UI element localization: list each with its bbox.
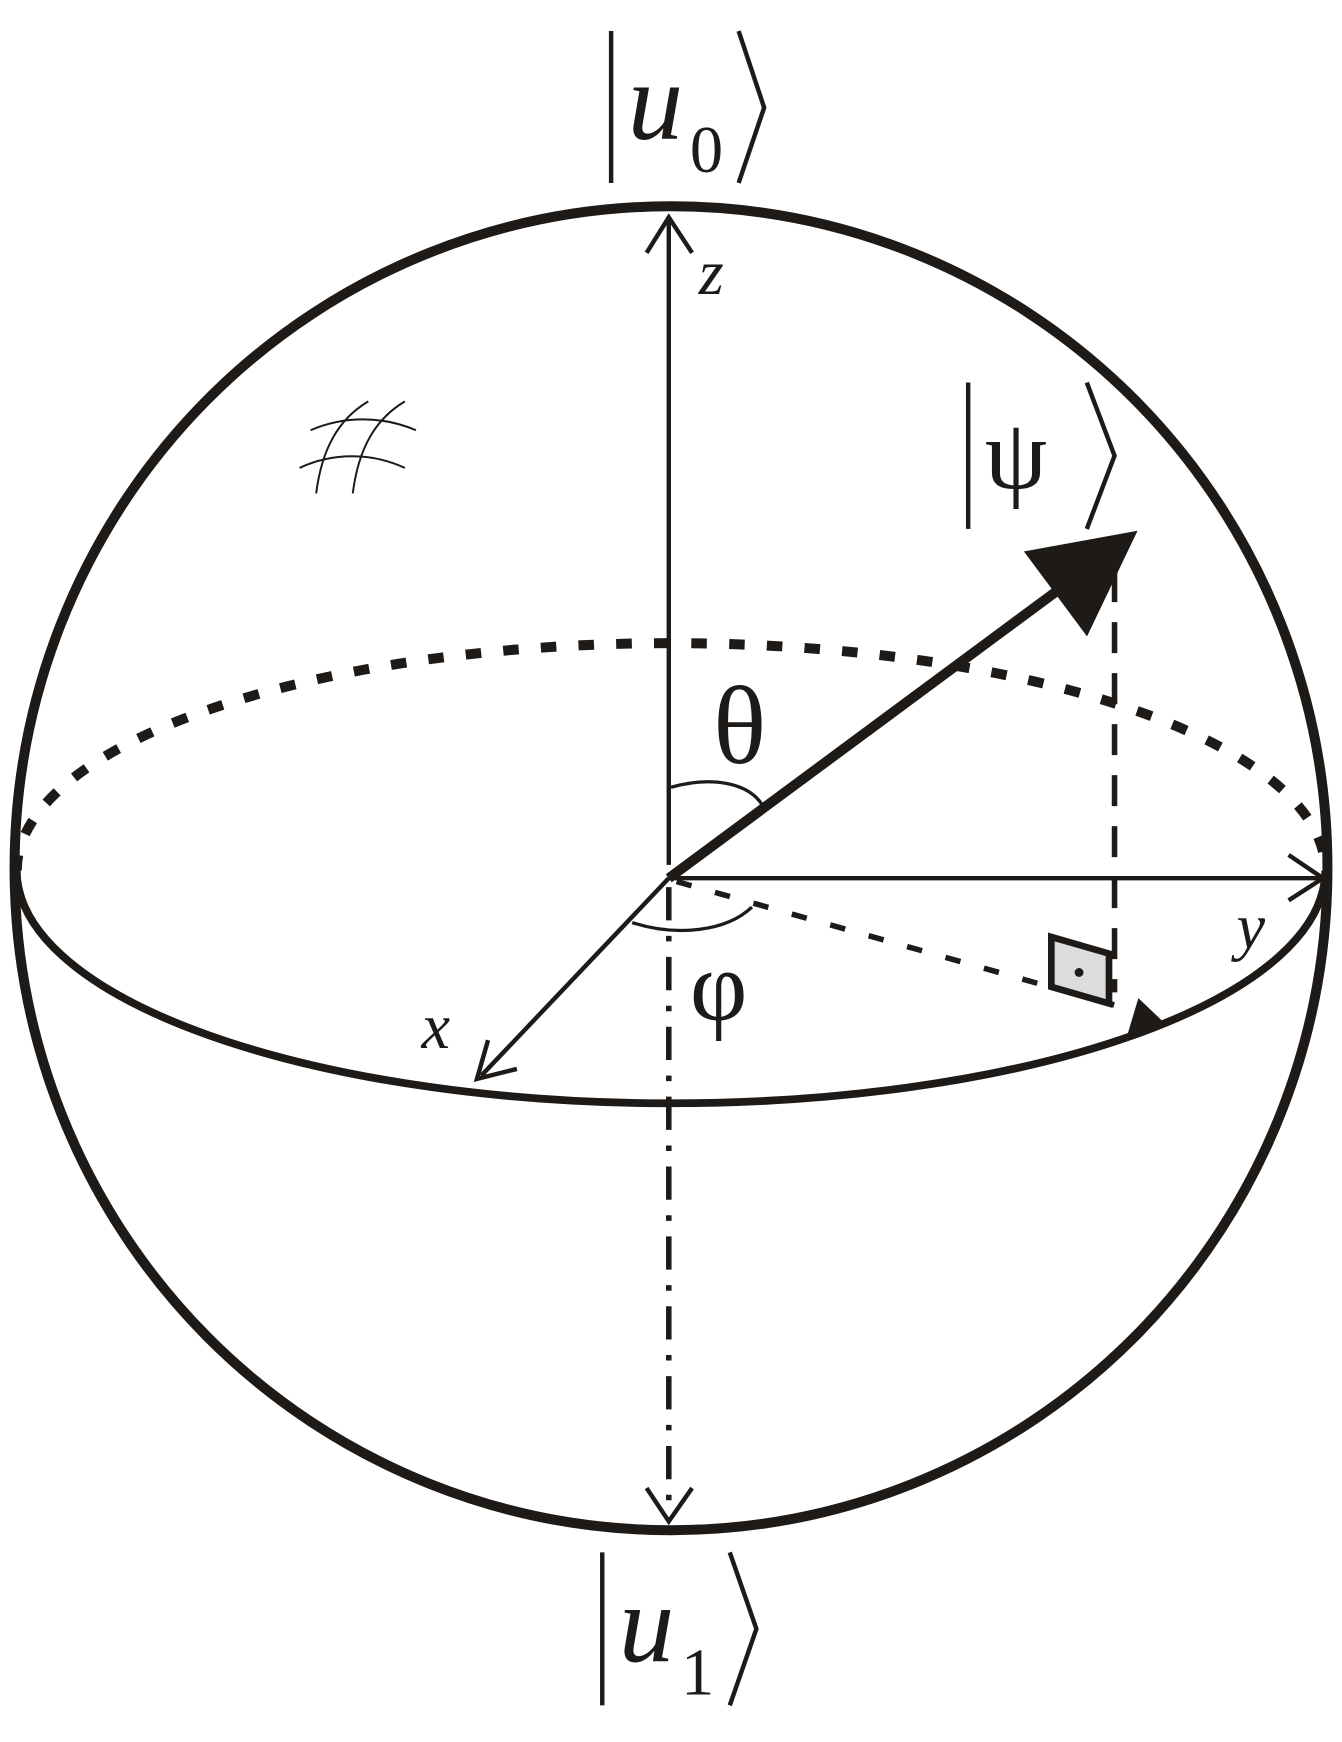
x-axis: [479, 876, 671, 1078]
phi-label: φ: [690, 931, 748, 1042]
projection-arrowhead: [1127, 998, 1165, 1036]
south-state-subscript: 1: [681, 1636, 714, 1709]
y-arrowhead: [1287, 853, 1328, 903]
right-angle-dot: [1074, 968, 1084, 977]
theta-label: θ: [713, 664, 766, 787]
surface-grid-icon: [299, 400, 417, 494]
north-state-subscript: 0: [690, 114, 723, 187]
north-ket-brackets: [608, 30, 767, 184]
psi-arrowhead: [1023, 530, 1138, 637]
x-arrowhead: [473, 1039, 518, 1082]
negative-z-arrowhead: [644, 1486, 694, 1526]
z-axis-label: z: [698, 237, 724, 308]
x-axis-label: x: [421, 991, 451, 1062]
south-state-label: u: [619, 1562, 674, 1685]
psi-state-label: ψ: [985, 399, 1047, 510]
z-arrowhead: [644, 213, 694, 255]
phi-arc: [631, 905, 754, 933]
psi-ket-brackets: [965, 381, 1117, 530]
north-state-label: u: [628, 40, 683, 163]
psi-vector: [665, 564, 1090, 883]
equator-back-dotted: [11, 638, 1331, 871]
south-ket-brackets: [600, 1551, 759, 1707]
y-axis-label: y: [1231, 891, 1266, 962]
theta-arc: [670, 780, 765, 808]
